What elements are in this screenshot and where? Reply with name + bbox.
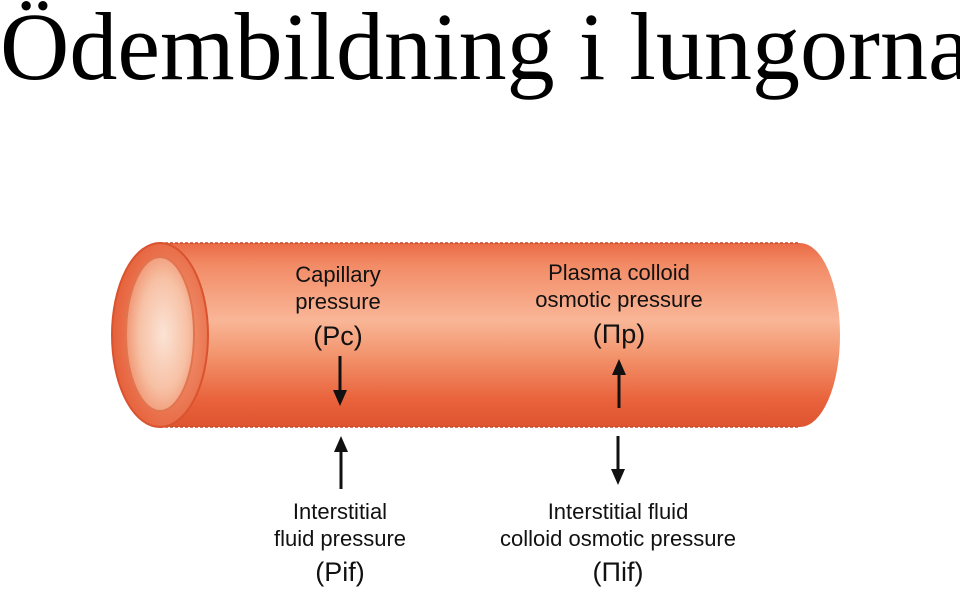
interstitial-colloid-line2: colloid osmotic pressure	[500, 526, 736, 551]
capillary-pressure-line1: Capillary	[295, 262, 381, 287]
interstitial-colloid-line1: Interstitial fluid	[548, 499, 689, 524]
capillary-pressure-symbol: (Pc)	[313, 321, 363, 351]
vessel-body	[160, 243, 840, 427]
capillary-pressure-line2: pressure	[295, 289, 381, 314]
interstitial-colloid-arrow-down	[611, 436, 625, 485]
capillary-pressure-label: Capillary pressure (Pc)	[295, 262, 381, 351]
interstitial-pressure-symbol: (Pif)	[315, 557, 365, 587]
interstitial-pressure-label: Interstitial fluid pressure (Pif)	[274, 499, 406, 587]
plasma-colloid-symbol: (Πp)	[593, 319, 646, 349]
interstitial-pressure-line2: fluid pressure	[274, 526, 406, 551]
plasma-colloid-label: Plasma colloid osmotic pressure (Πp)	[535, 260, 703, 349]
plasma-colloid-arrow-up	[612, 359, 626, 408]
interstitial-pressure-line1: Interstitial	[293, 499, 387, 524]
vessel-lumen	[125, 256, 195, 412]
interstitial-colloid-symbol: (Πif)	[593, 557, 644, 587]
capillary-pressure-arrow-down	[333, 356, 347, 406]
plasma-colloid-line2: osmotic pressure	[535, 287, 703, 312]
page-title: Ödembildning i lungorna	[0, 0, 960, 100]
interstitial-colloid-label: Interstitial fluid colloid osmotic press…	[500, 499, 736, 587]
plasma-colloid-line1: Plasma colloid	[548, 260, 690, 285]
capillary-vessel	[111, 242, 840, 428]
interstitial-pressure-arrow-up	[334, 436, 348, 489]
